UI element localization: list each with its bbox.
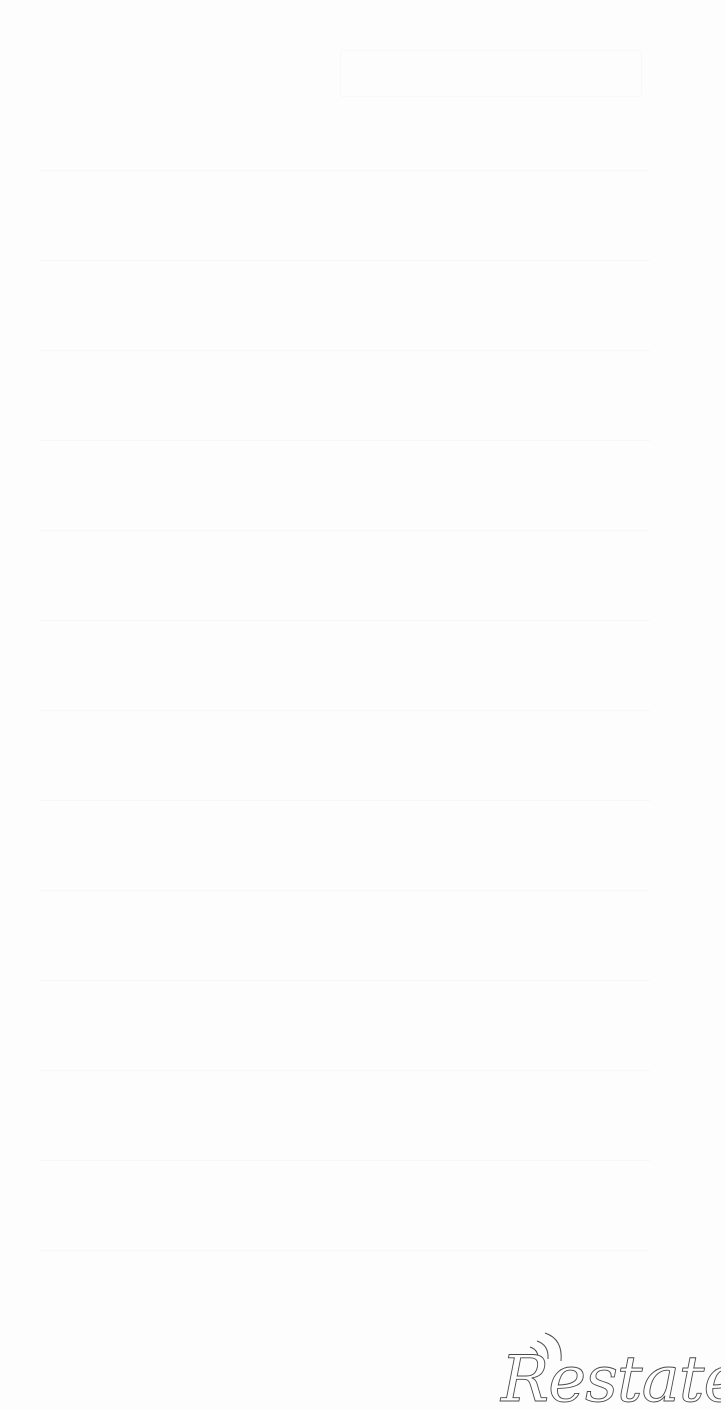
- faded-row: [40, 1070, 650, 1071]
- faded-row: [40, 1160, 650, 1161]
- faded-row: [40, 710, 650, 711]
- logo-text: Restate: [500, 1343, 721, 1407]
- faded-content-area: [40, 30, 690, 1330]
- wifi-signal-icon: [529, 1332, 562, 1362]
- restate-logo-graphic: Restate: [500, 1332, 721, 1407]
- faded-row: [40, 620, 650, 621]
- faded-row: [40, 980, 650, 981]
- faded-row: [40, 530, 650, 531]
- restate-logo: Restate: [499, 1329, 721, 1407]
- faded-row: [40, 800, 650, 801]
- faded-row: [40, 170, 650, 171]
- faded-row: [40, 890, 650, 891]
- faded-row: [40, 440, 650, 441]
- faded-row: [40, 350, 650, 351]
- faded-row: [40, 260, 650, 261]
- faded-header-block: [340, 50, 642, 97]
- faded-row: [40, 1250, 650, 1251]
